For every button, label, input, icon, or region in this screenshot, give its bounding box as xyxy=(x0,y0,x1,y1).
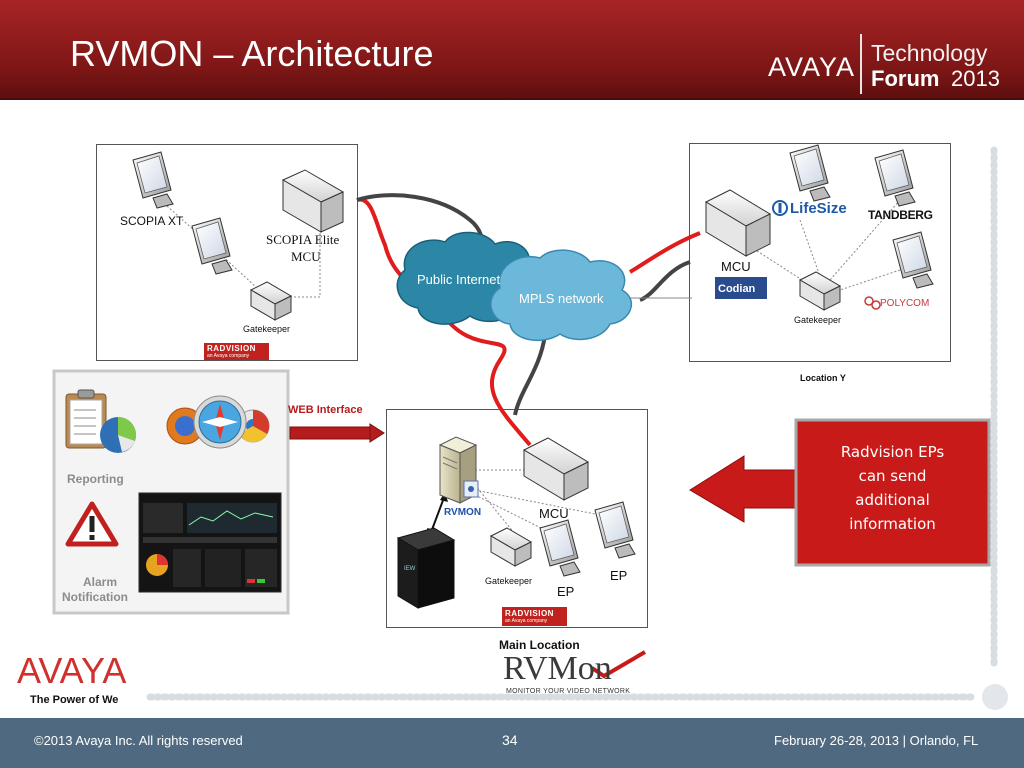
web-interface-arrow xyxy=(289,423,385,443)
site-a-radvision-text: RADVISION xyxy=(207,344,256,353)
lifesize-monitor xyxy=(789,144,831,202)
header-avaya-logo: AVAYA xyxy=(768,52,856,82)
ep-label-1: EP xyxy=(610,568,628,583)
public-internet-label: Public Internet xyxy=(417,272,501,287)
avaya-tagline: The Power of We xyxy=(30,694,119,706)
lifesize-mark xyxy=(772,200,788,216)
reporting-pie-icon xyxy=(100,416,137,453)
footer-copyright: ©2013 Avaya Inc. All rights reserved xyxy=(34,733,243,748)
scopia-xt-label: SCOPIA XT xyxy=(120,214,184,228)
polycom-monitor xyxy=(892,231,934,289)
alarm-warning-icon xyxy=(65,501,119,547)
forum-year: 2013 xyxy=(951,66,1000,91)
main-radvision-logo xyxy=(502,607,567,626)
scopia-xt-monitor-2 xyxy=(191,217,233,275)
alarm-label-line1: Alarm xyxy=(83,575,118,589)
main-gatekeeper-box xyxy=(489,527,533,567)
rvmon-appliance-icon: IEW xyxy=(396,527,456,609)
codian-logo xyxy=(715,277,767,299)
main-radvision-sub: an Avaya company xyxy=(505,618,548,624)
rvmon-server-icon xyxy=(438,436,479,504)
ep-label-2: EP xyxy=(557,584,575,599)
header-bar xyxy=(0,0,1024,100)
alarm-label-line2: Notification xyxy=(62,590,128,604)
site-a-gatekeeper-box xyxy=(249,281,293,321)
site-y-dotted-2 xyxy=(829,199,901,281)
main-dotted-3 xyxy=(474,489,601,516)
site-a-gatekeeper-label: Gatekeeper xyxy=(243,324,291,334)
footer-bar xyxy=(0,718,1024,768)
tandberg-logo-text: TANDBERG xyxy=(868,208,933,222)
site-a-radvision-sub: an Avaya company xyxy=(207,353,250,359)
site-y-mcu-box xyxy=(704,189,772,257)
main-radvision-text: RADVISION xyxy=(505,609,554,618)
scopia-xt-monitor-1 xyxy=(132,151,174,209)
main-mcu-box xyxy=(522,437,590,501)
polycom-mark xyxy=(864,296,881,310)
scopia-elite-mcu-box xyxy=(281,169,345,233)
site-y-gatekeeper-label: Gatekeeper xyxy=(794,315,842,325)
main-gatekeeper-label: Gatekeeper xyxy=(485,576,533,586)
callout-arrow xyxy=(689,455,799,523)
forum-title-line1: Technology xyxy=(871,40,988,66)
bottom-dots-circle xyxy=(982,684,1008,710)
scopia-elite-label-line2: MCU xyxy=(291,249,321,264)
avaya-logo: AVAYA xyxy=(17,650,127,691)
page-title: RVMON – Architecture xyxy=(70,33,434,74)
footer-event: February 26-28, 2013 | Orlando, FL xyxy=(774,733,979,748)
scopia-elite-label-line1: SCOPIA Elite xyxy=(266,232,340,247)
callout-text: Radvision EPs can send additional inform… xyxy=(796,440,989,536)
svg-text:IEW: IEW xyxy=(404,566,416,572)
location-y-label: Location Y xyxy=(800,373,846,383)
tandberg-monitor xyxy=(874,149,916,207)
main-dotted-4 xyxy=(474,494,556,536)
callout-line-1: Radvision EPs xyxy=(840,443,945,461)
link-gray-right xyxy=(639,260,691,302)
link-red-right-top xyxy=(628,231,701,274)
lifesize-logo-text: LifeSize xyxy=(790,200,847,217)
callout-box xyxy=(794,418,991,567)
main-location-label: Main Location xyxy=(499,638,580,652)
header-divider xyxy=(860,34,862,94)
link-red-down xyxy=(438,308,532,447)
site-y-gatekeeper-box xyxy=(798,271,842,311)
dashboard-screenshot xyxy=(138,492,282,593)
ep-monitor-1 xyxy=(539,519,581,577)
rvmon-label: RVMON xyxy=(444,507,482,518)
codian-logo-text: Codian xyxy=(718,283,756,295)
reporting-clipboard-icon xyxy=(65,389,107,449)
site-a-dotted-1 xyxy=(157,197,271,301)
callout-line-4: information xyxy=(849,515,936,533)
web-interface-label: WEB Interface xyxy=(288,404,363,416)
callout-line-3: additional xyxy=(855,491,930,509)
rvmon-logo-tagline: MONITOR YOUR VIDEO NETWORK xyxy=(506,688,631,695)
mpls-cloud xyxy=(490,249,633,342)
rvmon-logo: RVMon xyxy=(503,650,612,687)
site-a-radvision-logo xyxy=(204,343,269,360)
footer-page-number: 34 xyxy=(502,732,518,748)
site-y-dotted-1 xyxy=(799,219,823,283)
ep-monitor-2 xyxy=(594,501,636,559)
main-mcu-label: MCU xyxy=(539,506,569,521)
link-gray-down xyxy=(513,334,547,416)
site-a-dotted-2 xyxy=(290,225,321,298)
reporting-label: Reporting xyxy=(67,472,124,486)
mpls-network-label: MPLS network xyxy=(519,291,604,306)
site-y-dotted-3 xyxy=(839,269,901,291)
browser-icons xyxy=(166,395,270,449)
polycom-logo-text: POLYCOM xyxy=(880,298,930,309)
forum-title-line2: Forum xyxy=(871,66,940,91)
site-y-mcu-label: MCU xyxy=(721,259,751,274)
callout-line-2: can send xyxy=(858,467,927,485)
rvmon-logo-check xyxy=(590,650,647,679)
